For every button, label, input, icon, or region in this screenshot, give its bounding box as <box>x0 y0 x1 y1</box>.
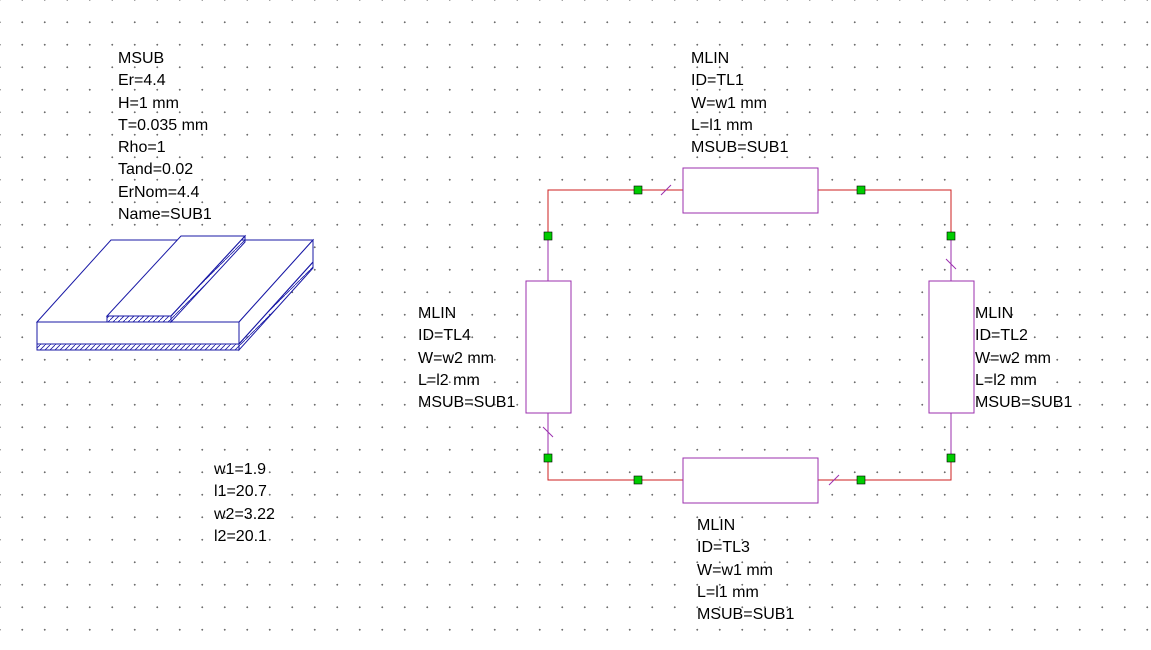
label-line: Rho=1 <box>118 139 166 157</box>
node-tl4-port2[interactable] <box>543 231 553 241</box>
label-line: MSUB=SUB1 <box>975 394 1073 412</box>
label-line: W=w1 mm <box>697 561 773 579</box>
ground-plane-front <box>36 343 240 351</box>
label-line: W=w2 mm <box>418 349 494 367</box>
microstrip-front <box>106 315 172 323</box>
label-line: MLIN <box>691 50 730 67</box>
label-line: Name=SUB1 <box>118 206 212 224</box>
variable-line: l2=20.1 <box>214 527 267 545</box>
tl2-port1-tick <box>945 258 957 270</box>
label-line: MSUB=SUB1 <box>418 394 516 412</box>
microstrip-side <box>170 234 246 324</box>
label-line: L=l1 mm <box>691 116 753 134</box>
label-line: L=l2 mm <box>418 371 480 389</box>
tl1-body[interactable] <box>682 167 819 214</box>
component-tl3[interactable] <box>682 457 819 504</box>
tl2-label[interactable]: MLIN ID=TL2 W=w2 mm L=l2 mm MSUB=SUB1 <box>975 303 1072 414</box>
substrate-label[interactable]: MSUB Er=4.4 H=1 mm T=0.035 mm Rho=1 Tand… <box>118 48 212 226</box>
tl4-port1-tick <box>542 426 554 438</box>
label-line: ID=TL2 <box>975 327 1028 345</box>
label-line: ID=TL4 <box>418 327 471 345</box>
variable-line: w1=1.9 <box>214 461 267 478</box>
label-line: MLIN <box>418 305 457 322</box>
variable-line: l1=20.7 <box>214 483 267 501</box>
label-line: MSUB=SUB1 <box>691 139 789 157</box>
node-tl3-port1[interactable] <box>856 475 866 485</box>
node-tl4-port1[interactable] <box>543 453 553 463</box>
tl2-body[interactable] <box>928 280 975 414</box>
label-line: Er=4.4 <box>118 72 166 90</box>
variable-line: w2=3.22 <box>214 505 275 523</box>
variables-block[interactable]: w1=1.9 l1=20.7 w2=3.22 l2=20.1 <box>214 459 275 548</box>
label-line: MLIN <box>697 517 736 534</box>
ground-plane-side <box>238 260 314 352</box>
label-line: L=l2 mm <box>975 371 1037 389</box>
tl4-label[interactable]: MLIN ID=TL4 W=w2 mm L=l2 mm MSUB=SUB1 <box>418 303 515 414</box>
label-line: MLIN <box>975 305 1014 322</box>
label-line: Tand=0.02 <box>118 161 194 179</box>
label-line: ID=TL1 <box>691 72 744 90</box>
label-line: MSUB <box>118 50 165 67</box>
tl1-label[interactable]: MLIN ID=TL1 W=w1 mm L=l1 mm MSUB=SUB1 <box>691 48 788 159</box>
node-tl2-port1[interactable] <box>946 231 956 241</box>
label-line: H=1 mm <box>118 94 179 112</box>
node-tl1-port1[interactable] <box>633 185 643 195</box>
tl1-port1-tick <box>660 184 672 196</box>
node-tl2-port2[interactable] <box>946 453 956 463</box>
wire-top-left[interactable] <box>547 189 683 236</box>
tl3-port1-tick <box>828 474 840 486</box>
label-line: W=w1 mm <box>691 94 767 112</box>
label-line: MSUB=SUB1 <box>697 606 795 624</box>
label-line: L=l1 mm <box>697 583 759 601</box>
label-line: ErNom=4.4 <box>118 183 200 201</box>
tl3-label[interactable]: MLIN ID=TL3 W=w1 mm L=l1 mm MSUB=SUB1 <box>697 515 794 626</box>
component-tl4[interactable] <box>525 236 572 458</box>
tl4-body[interactable] <box>525 280 572 414</box>
node-tl1-port2[interactable] <box>856 185 866 195</box>
component-tl1[interactable] <box>682 167 819 214</box>
label-line: T=0.035 mm <box>118 116 209 134</box>
tl3-body[interactable] <box>682 457 819 504</box>
wire-top-right[interactable] <box>818 189 952 236</box>
wire-bottom-left[interactable] <box>547 458 683 481</box>
substrate-symbol[interactable] <box>35 234 315 352</box>
label-line: W=w2 mm <box>975 349 1051 367</box>
node-tl3-port2[interactable] <box>633 475 643 485</box>
component-tl2[interactable] <box>928 236 975 458</box>
substrate-front-face <box>36 321 240 345</box>
label-line: ID=TL3 <box>697 539 750 557</box>
